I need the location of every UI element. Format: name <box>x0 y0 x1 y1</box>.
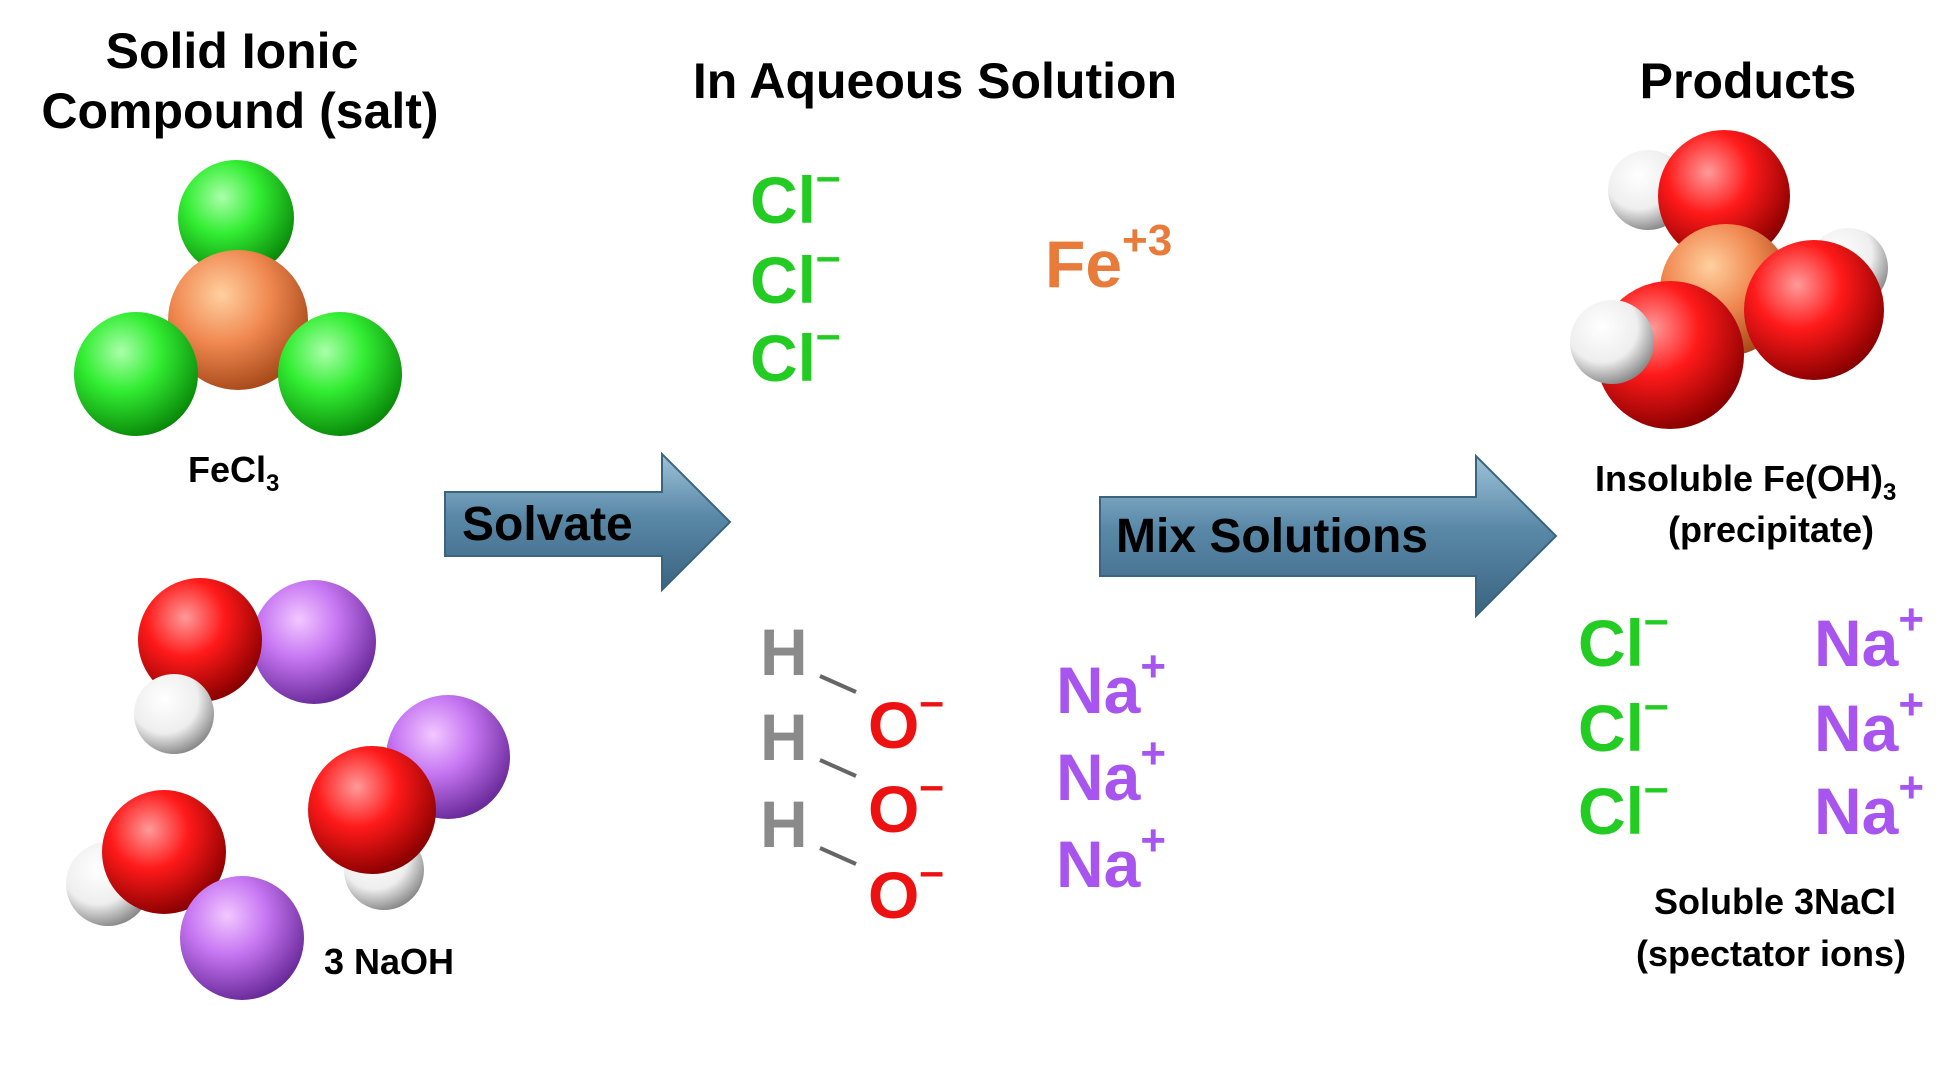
chloride-ion: Cl– <box>750 232 840 317</box>
soluble-label: Soluble 3NaCl <box>1654 881 1896 922</box>
oxygen-label: O– <box>868 761 944 846</box>
fecl3-label-base: FeCl <box>188 449 266 490</box>
heading-solid-ionic-line1: Solid Ionic <box>106 23 359 79</box>
oh-bond <box>819 674 857 694</box>
hydrogen-atom <box>1570 300 1654 384</box>
aqueous-hydroxide-ions: H O– H O– H O– <box>760 615 944 932</box>
sodium-ion: Na+ <box>1814 680 1924 765</box>
chloride-ion: Cl– <box>750 152 840 237</box>
oxygen-atom <box>138 578 262 702</box>
precipitate-label: (precipitate) <box>1668 509 1874 550</box>
chlorine-atom <box>74 312 198 436</box>
hydrogen-label: H <box>760 615 808 689</box>
sodium-ion: Na+ <box>1056 642 1166 727</box>
aqueous-chloride-ions: Cl– Cl– Cl– <box>750 152 840 395</box>
oxygen-atom <box>1658 130 1790 262</box>
insoluble-label: Insoluble Fe(OH)3 <box>1595 458 1896 506</box>
oxygen-atom <box>308 746 436 874</box>
fecl3-label: FeCl3 <box>188 449 279 497</box>
iron-ion: Fe+3 <box>1045 216 1172 301</box>
fecl3-molecule <box>74 160 402 436</box>
oxygen-label: O– <box>868 847 944 932</box>
fecl3-label-subscript: 3 <box>266 470 279 497</box>
solvate-arrow-label: Solvate <box>462 498 633 551</box>
sodium-ion: Na+ <box>1056 816 1166 901</box>
chlorine-atom <box>178 160 294 276</box>
product-sodium-ions: Na+ Na+ Na+ <box>1814 595 1924 848</box>
chlorine-atom <box>278 312 402 436</box>
mix-solutions-arrow-label: Mix Solutions <box>1116 510 1428 563</box>
sodium-atom <box>180 876 304 1000</box>
product-chloride-ions: Cl– Cl– Cl– <box>1578 595 1668 848</box>
aqueous-sodium-ions: Na+ Na+ Na+ <box>1056 642 1166 901</box>
naoh-molecule <box>134 578 376 754</box>
sodium-ion: Na+ <box>1814 595 1924 680</box>
hydrogen-label: H <box>760 787 808 861</box>
hydroxide-ion: H O– <box>760 700 944 846</box>
hydroxide-ion: H O– <box>760 787 944 932</box>
chloride-ion: Cl– <box>1578 763 1668 848</box>
naoh-molecule <box>66 790 304 1000</box>
insoluble-label-base: Insoluble Fe(OH) <box>1595 458 1883 499</box>
heading-aqueous-solution: In Aqueous Solution <box>693 53 1177 109</box>
chloride-ion: Cl– <box>750 310 840 395</box>
iron-hydroxide-molecule <box>1570 130 1888 429</box>
oxygen-label: O– <box>868 677 944 762</box>
sodium-atom <box>252 580 376 704</box>
sodium-ion: Na+ <box>1814 763 1924 848</box>
mix-solutions-arrow: Mix Solutions <box>1099 453 1558 619</box>
naoh-molecule <box>308 695 510 910</box>
solvate-arrow: Solvate <box>444 451 732 593</box>
hydrogen-atom <box>134 674 214 754</box>
oxygen-atom <box>102 790 226 914</box>
spectator-label: (spectator ions) <box>1636 933 1906 974</box>
hydrogen-label: H <box>760 700 808 774</box>
insoluble-label-subscript: 3 <box>1883 479 1896 506</box>
heading-solid-ionic-line2: Compound (salt) <box>41 83 438 139</box>
oh-bond <box>819 846 857 866</box>
chloride-ion: Cl– <box>1578 595 1668 680</box>
oh-bond <box>819 758 857 778</box>
iron-atom <box>168 250 308 390</box>
naoh-label: 3 NaOH <box>324 941 454 982</box>
sodium-ion: Na+ <box>1056 729 1166 814</box>
oxygen-atom <box>1744 240 1884 380</box>
heading-products: Products <box>1640 53 1857 109</box>
chloride-ion: Cl– <box>1578 680 1668 765</box>
hydroxide-ion: H O– <box>760 615 944 762</box>
